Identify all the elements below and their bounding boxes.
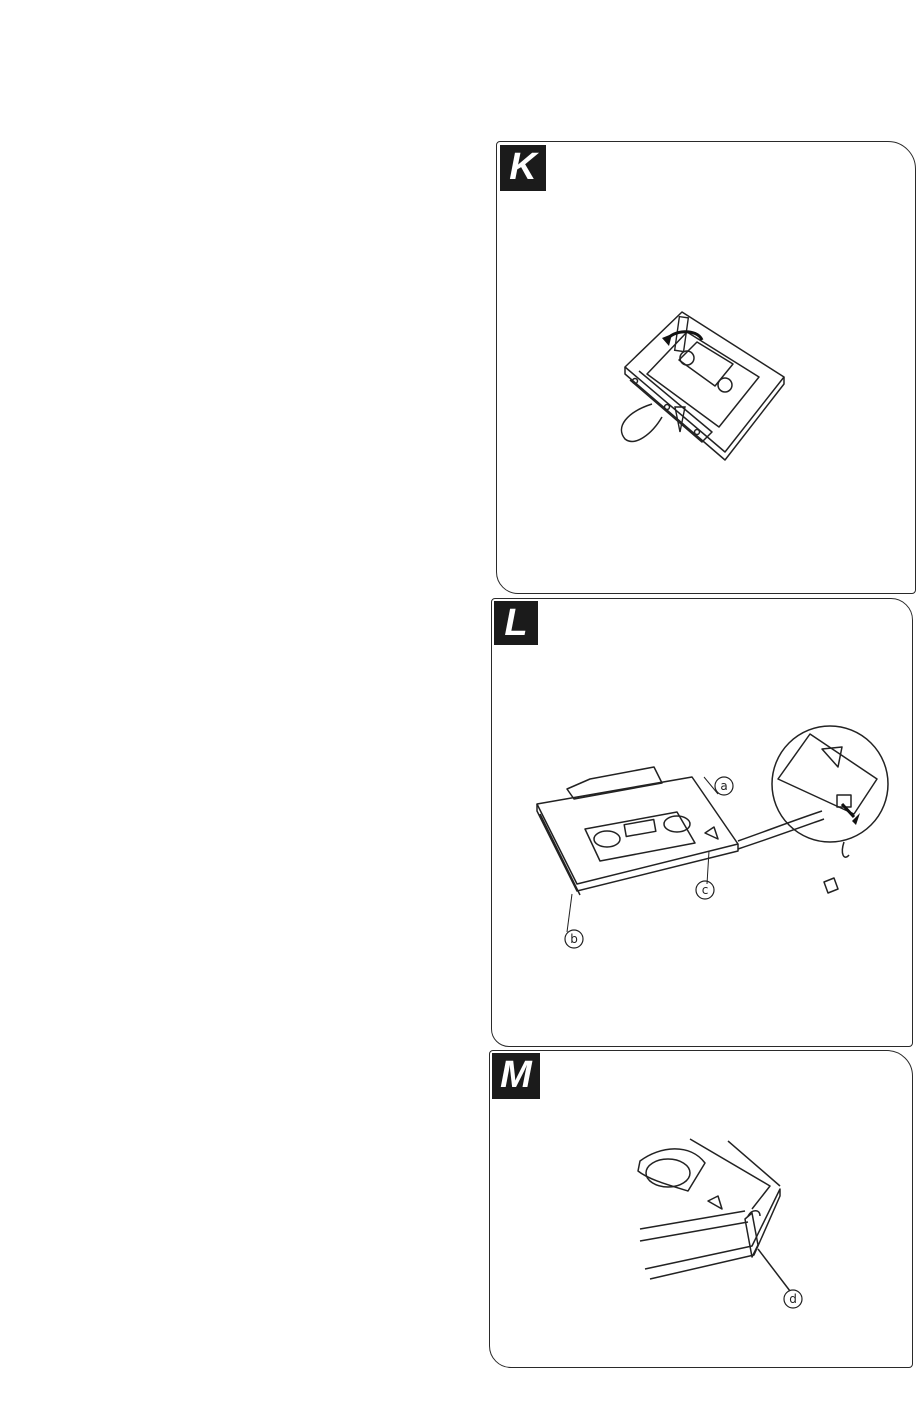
cassette-tape-cover-illustration: d xyxy=(490,1051,914,1369)
callout-b: b xyxy=(570,932,578,946)
tab-piece-icon xyxy=(824,878,838,893)
callout-d: d xyxy=(789,1292,797,1306)
panel-m: M d xyxy=(489,1050,913,1368)
callout-a: a xyxy=(720,779,727,793)
panel-l: L xyxy=(491,598,913,1047)
cassette-rewind-illustration xyxy=(497,142,917,595)
callout-c: c xyxy=(702,883,709,897)
tape-strip-icon xyxy=(738,811,824,849)
cassette-body xyxy=(625,312,784,452)
tape-strip-icon xyxy=(745,1213,758,1257)
panel-k: K xyxy=(496,141,916,594)
cassette-tab-illustration: a c b xyxy=(492,599,914,1048)
tape-loop xyxy=(621,404,662,441)
